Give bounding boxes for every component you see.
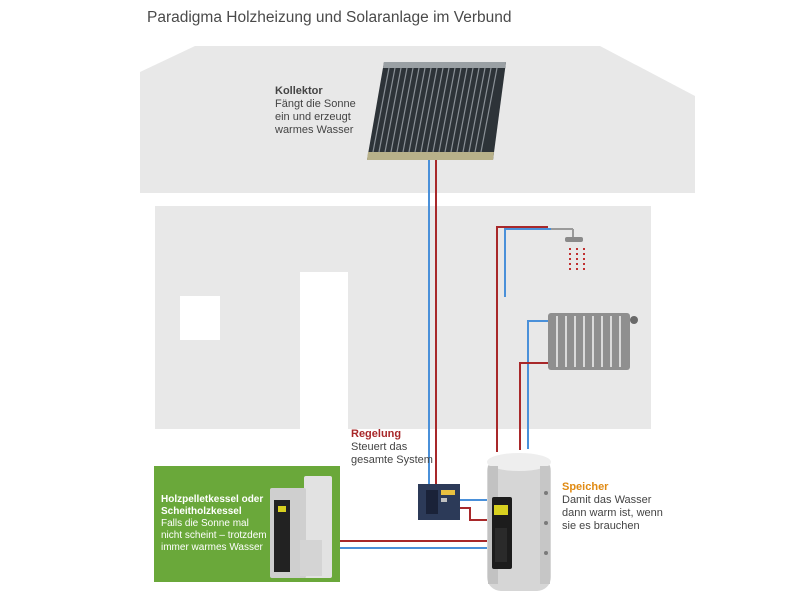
kollektor-label: Kollektor Fängt die Sonne ein und erzeug…	[275, 85, 356, 137]
kessel-line: nicht scheint – trotzdem	[161, 530, 267, 541]
kollektor-heading: Kollektor	[275, 85, 323, 97]
radiator	[548, 313, 638, 370]
kollektor-line: Fängt die Sonne	[275, 98, 356, 110]
regelung-line: gesamte System	[351, 454, 433, 466]
controller-unit	[418, 484, 460, 520]
kessel-line: immer warmes Wasser	[161, 542, 263, 553]
speicher-line: sie es brauchen	[562, 520, 640, 532]
kessel-heading: Holzpelletkessel oder	[161, 494, 264, 505]
regelung-label: Regelung Steuert das gesamte System	[351, 428, 433, 467]
regelung-heading: Regelung	[351, 428, 402, 440]
speicher-line: Damit das Wasser	[562, 494, 652, 506]
boiler-image	[270, 476, 332, 578]
hot-pipes	[338, 160, 548, 542]
house-door	[300, 272, 348, 429]
page-title: Paradigma Holzheizung und Solaranlage im…	[147, 9, 512, 26]
kessel-line: Falls die Sonne mal	[161, 518, 249, 529]
speicher-label: Speicher Damit das Wasser dann warm ist,…	[562, 481, 663, 533]
cold-pipes	[338, 160, 551, 549]
speicher-heading: Speicher	[562, 481, 609, 493]
speicher-line: dann warm ist, wenn	[562, 507, 663, 519]
storage-tank	[487, 453, 551, 591]
house-window	[180, 296, 220, 340]
kessel-label: Holzpelletkessel oder Scheitholzkessel F…	[161, 494, 267, 554]
kollektor-line: warmes Wasser	[275, 124, 354, 136]
shower	[551, 228, 585, 270]
kessel-heading: Scheitholzkessel	[161, 506, 242, 517]
solar-collector	[367, 62, 506, 160]
kollektor-line: ein und erzeugt	[275, 111, 351, 123]
regelung-line: Steuert das	[351, 441, 408, 453]
